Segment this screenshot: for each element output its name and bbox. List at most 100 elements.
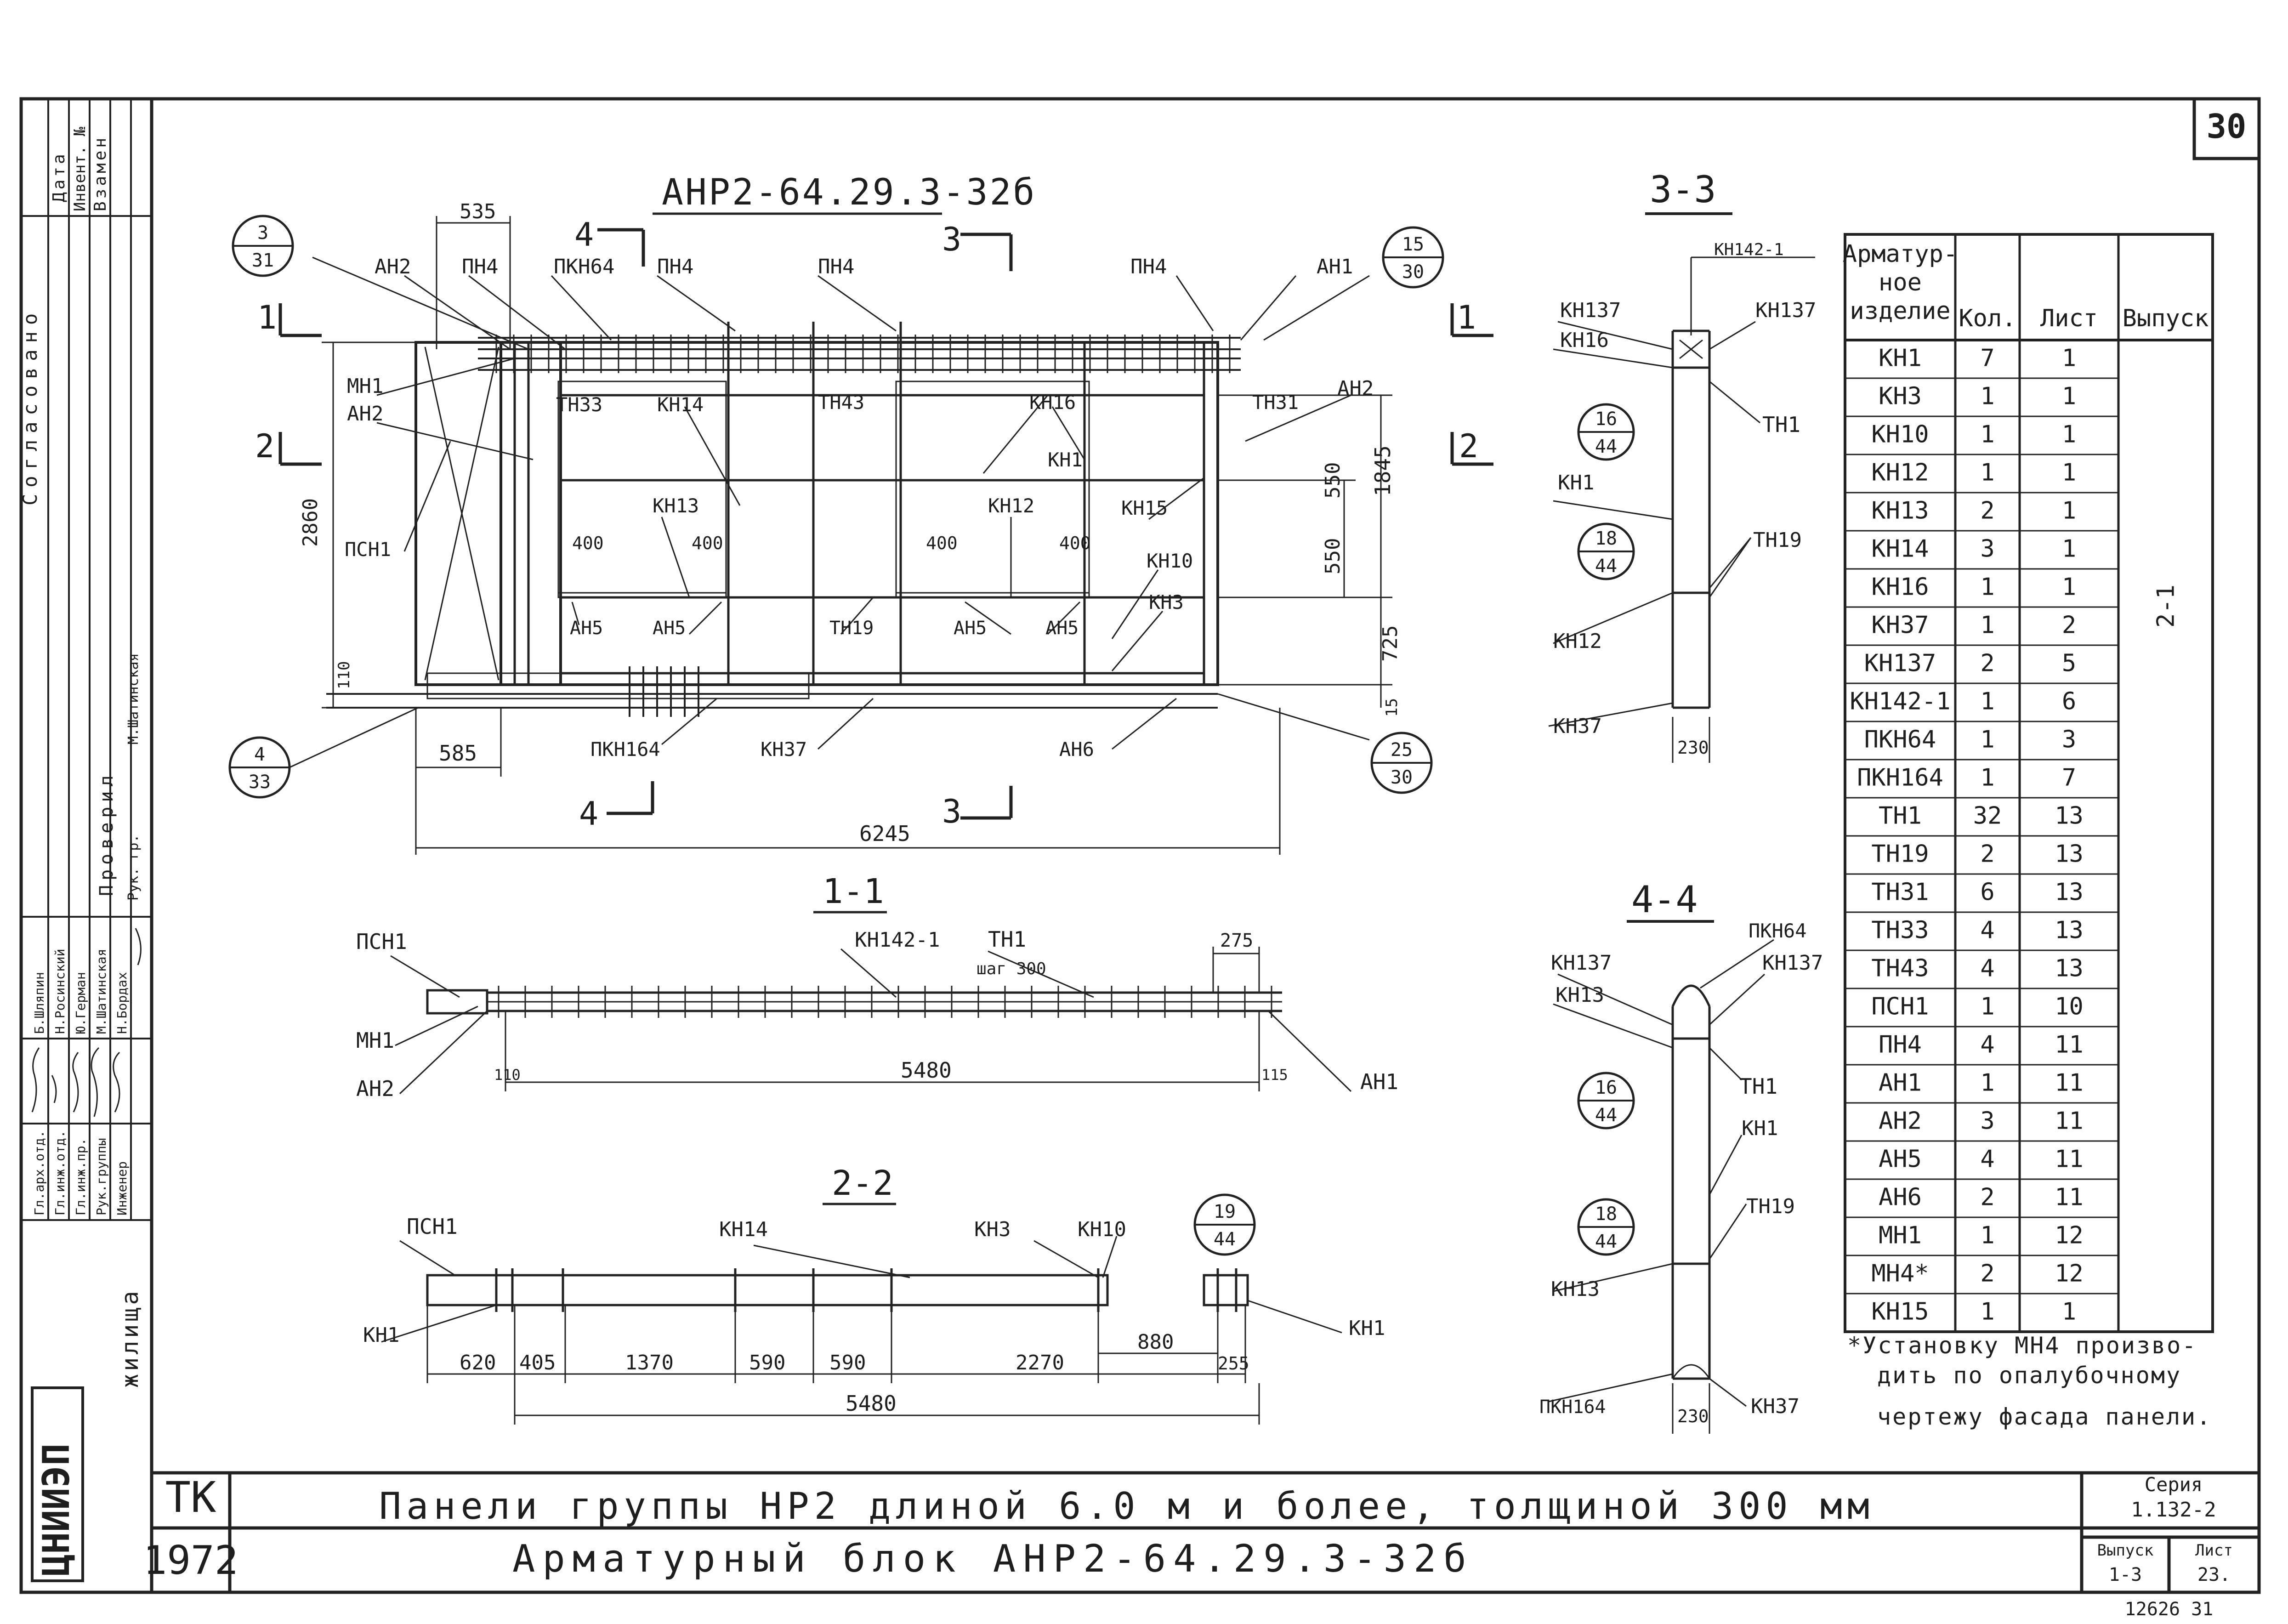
cut-2-right: 2 <box>1459 427 1478 465</box>
label-kn3: КН3 <box>1149 591 1184 613</box>
section-22-title: 2-2 <box>832 1164 893 1203</box>
spec-item-sheet: 1 <box>2062 535 2076 562</box>
spec-item-name: КН12 <box>1871 459 1929 486</box>
spec-item-name: ПН4 <box>1879 1031 1922 1058</box>
s33-label-kn37: КН37 <box>1553 715 1602 738</box>
svg-text:44: 44 <box>1595 1231 1617 1252</box>
spec-item-name: АН6 <box>1879 1183 1922 1211</box>
s22-dim-5: 2270 <box>1016 1351 1064 1374</box>
callout-3-31: 3 31 <box>232 215 294 277</box>
spec-item-qty: 4 <box>1980 1145 1994 1173</box>
svg-text:16: 16 <box>1595 1077 1617 1098</box>
footnote-line3: чертежу фасада панели. <box>1877 1403 2212 1430</box>
label-pn4-2: ПН4 <box>657 255 693 278</box>
stamp-role-4: Инженер <box>114 1161 130 1215</box>
spec-item-qty: 4 <box>1980 916 1994 944</box>
label-psn1: ПСН1 <box>345 538 391 561</box>
dim-top: 535 <box>460 200 496 223</box>
label-tn33: ТН33 <box>556 393 602 416</box>
s11-dim-110: 110 <box>494 1066 521 1084</box>
stamp-role-2: Гл.инж.пр. <box>73 1138 88 1215</box>
spec-item-qty: 1 <box>1980 726 1994 753</box>
section-44-leaders <box>1548 939 1774 1434</box>
spec-item-name: КН14 <box>1871 535 1929 562</box>
label-pkn64: ПКН64 <box>554 255 614 278</box>
spec-item-sheet: 10 <box>2055 993 2084 1020</box>
spec-item-sheet: 6 <box>2062 687 2076 715</box>
section-11-ties <box>498 986 1272 1018</box>
s33-label-kn142: КН142-1 <box>1714 240 1784 259</box>
spec-item-qty: 1 <box>1980 459 1994 486</box>
org-logo-text: ЦНИИЭП <box>35 1443 78 1576</box>
spec-item-name: ТН43 <box>1871 954 1929 982</box>
spec-item-name: ТН19 <box>1871 840 1929 868</box>
cut-1-left: 1 <box>257 299 277 336</box>
svg-text:16: 16 <box>1595 409 1617 430</box>
s33-label-tn1: ТН1 <box>1762 412 1800 437</box>
vypusk-label: Выпуск <box>2097 1541 2154 1560</box>
spec-item-name: КН10 <box>1871 420 1929 448</box>
section-11-title: 1-1 <box>823 872 884 911</box>
spec-item-name: МН1 <box>1879 1221 1922 1249</box>
label-tn31: ТН31 <box>1252 391 1299 414</box>
svg-text:44: 44 <box>1214 1229 1236 1250</box>
spec-item-name: КН16 <box>1871 573 1929 601</box>
spec-item-name: ПСН1 <box>1871 993 1929 1020</box>
stamp-name-2: Ю.Герман <box>73 972 88 1034</box>
label-kn37: КН37 <box>761 738 807 761</box>
svg-text:33: 33 <box>249 772 271 793</box>
spec-item-name: ПКН64 <box>1864 726 1936 753</box>
spec-item-qty: 1 <box>1980 687 1994 715</box>
spec-item-sheet: 12 <box>2055 1260 2084 1287</box>
rebar-frames <box>513 322 1219 686</box>
spec-item-sheet: 11 <box>2055 1107 2084 1135</box>
s22-label-kn14: КН14 <box>719 1218 768 1241</box>
spec-item-qty: 3 <box>1980 535 1994 562</box>
spec-item-sheet: 13 <box>2055 954 2084 982</box>
s44-label-tn1: ТН1 <box>1739 1074 1777 1099</box>
stamp-checked: Проверил <box>96 771 117 896</box>
section-2-2: 2-2 <box>363 1164 1385 1425</box>
s44-label-kn13-top: КН13 <box>1556 983 1604 1007</box>
spec-item-name: КН3 <box>1879 382 1922 410</box>
callout-19-44: 19 44 <box>1193 1193 1256 1256</box>
label-an5-2: АН5 <box>653 618 686 639</box>
spec-item-sheet: 1 <box>2062 1298 2076 1325</box>
openings <box>557 380 1090 598</box>
year-label: 1972 <box>143 1538 238 1584</box>
spec-item-name: АН5 <box>1879 1145 1922 1173</box>
spec-item-name: АН2 <box>1879 1107 1922 1135</box>
tk-label: ТК <box>165 1473 216 1522</box>
spec-item-sheet: 13 <box>2055 840 2084 868</box>
s22-label-psn1: ПСН1 <box>407 1214 458 1239</box>
callout-4-33: 4 33 <box>228 736 291 799</box>
label-an1-top: АН1 <box>1317 255 1353 278</box>
stamp-date: Дата <box>50 151 68 202</box>
s22-label-kn1-right: КН1 <box>1349 1317 1385 1340</box>
vypusk-value: 1-3 <box>2109 1564 2142 1585</box>
bottom-bars <box>326 666 1218 717</box>
left-stamp <box>21 99 152 1221</box>
stamp-role-3: Рук.группы <box>94 1138 109 1215</box>
stamp-role-1: Гл.инж.отд. <box>52 1130 68 1215</box>
spec-item-sheet: 1 <box>2062 382 2076 410</box>
stamp-agreed: Согласовано <box>19 307 41 505</box>
spec-item-sheet: 1 <box>2062 459 2076 486</box>
spec-item-name: МН4* <box>1871 1260 1929 1287</box>
svg-text:30: 30 <box>1402 261 1424 283</box>
s33-label-kn137-right: КН137 <box>1755 299 1816 322</box>
s22-dim-overall: 5480 <box>846 1391 897 1416</box>
top-mesh <box>478 337 1241 371</box>
spec-item-name: ТН1 <box>1879 802 1922 829</box>
label-an2-mid: АН2 <box>347 402 383 426</box>
spec-item-name: ПКН164 <box>1857 764 1943 791</box>
cut-3-bottom: 3 <box>942 793 961 830</box>
spec-item-qty: 1 <box>1980 993 1994 1020</box>
spec-item-name: КН13 <box>1871 497 1929 524</box>
label-tn43: ТН43 <box>818 391 864 414</box>
dim-overall: 6245 <box>859 821 910 846</box>
svg-text:18: 18 <box>1595 528 1617 549</box>
stamp-name-3: М.Шатинская <box>94 949 109 1034</box>
spec-item-qty: 1 <box>1980 1069 1994 1096</box>
